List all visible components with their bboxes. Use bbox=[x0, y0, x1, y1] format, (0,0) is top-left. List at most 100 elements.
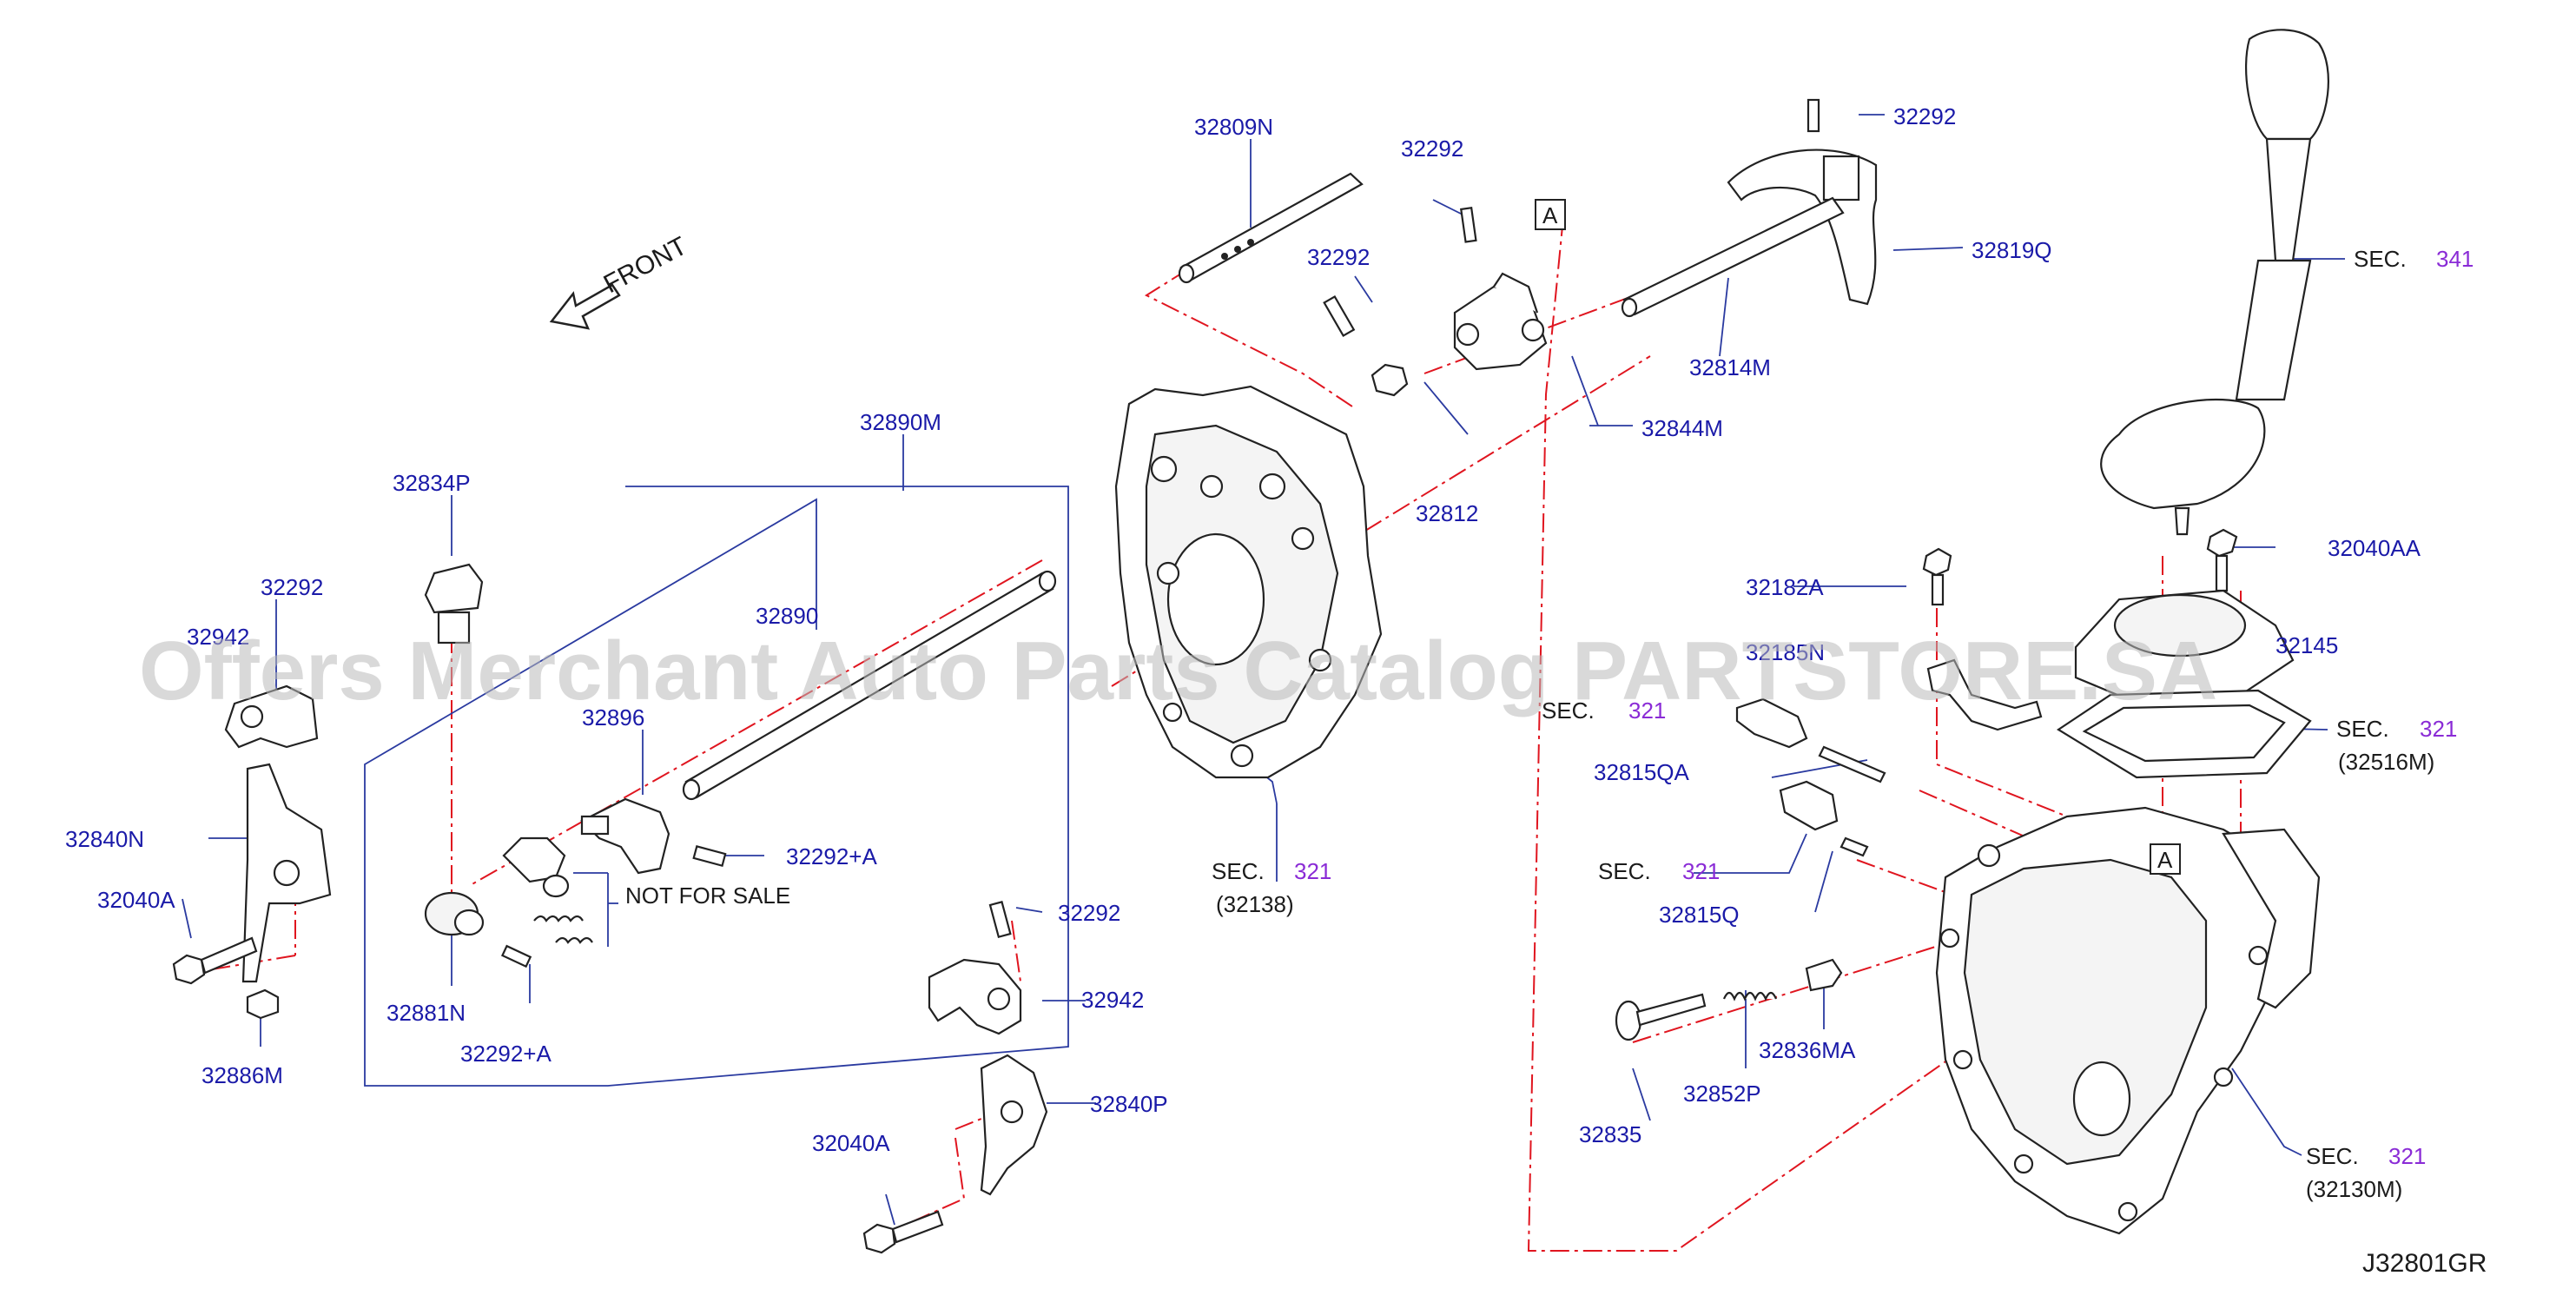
svg-text:SEC.: SEC. bbox=[1542, 697, 1595, 724]
label-32836MA: 32836MA bbox=[1759, 1037, 1856, 1063]
label-32292-right: 32292 bbox=[1893, 103, 1956, 129]
label-32896: 32896 bbox=[582, 704, 644, 730]
label-32942: 32942 bbox=[1081, 987, 1144, 1013]
bracket-32942[interactable] bbox=[928, 958, 1022, 1035]
svg-text:SEC.: SEC. bbox=[2306, 1143, 2359, 1169]
label-32145: 32145 bbox=[2275, 632, 2338, 658]
svg-text:A: A bbox=[2157, 847, 2173, 873]
not-for-sale-label: NOT FOR SALE bbox=[625, 882, 790, 909]
block-32886M[interactable] bbox=[246, 988, 280, 1020]
label-32292-a-right: 32292+A bbox=[786, 843, 877, 869]
label-32292-a-bottom: 32292+A bbox=[460, 1041, 552, 1067]
label-32890M: 32890M bbox=[860, 409, 941, 435]
ref-box-a-bottom: A bbox=[2150, 843, 2181, 875]
front-label: FRONT bbox=[599, 232, 692, 300]
svg-text:(32130M): (32130M) bbox=[2306, 1176, 2402, 1202]
shift-lever-assembly[interactable] bbox=[2100, 29, 2329, 536]
gasket-32516M[interactable] bbox=[2056, 689, 2312, 779]
switch-32815QA[interactable] bbox=[1735, 697, 1886, 783]
pin-32292-a-right[interactable] bbox=[692, 845, 727, 868]
sec-ref-341: SEC. 341 bbox=[2354, 246, 2474, 272]
sec-ref-321-switch-qa: SEC. 321 bbox=[1542, 697, 1666, 724]
label-32840P: 32840P bbox=[1090, 1091, 1168, 1117]
label-32292-lower: 32292 bbox=[1058, 900, 1120, 926]
label-32844M: 32844M bbox=[1641, 415, 1723, 441]
svg-text:A: A bbox=[1542, 202, 1558, 228]
spring-32852P[interactable] bbox=[1722, 991, 1778, 1001]
sec-ref-321-32138: SEC. 321 (32138) bbox=[1212, 858, 1331, 917]
svg-text:SEC.: SEC. bbox=[1212, 858, 1265, 884]
front-arrow-icon bbox=[549, 283, 621, 330]
svg-text:341: 341 bbox=[2436, 246, 2474, 272]
lever-housing-32145[interactable] bbox=[2074, 589, 2295, 701]
label-32040A-bottom: 32040A bbox=[812, 1130, 890, 1156]
label-32292-left: 32292 bbox=[261, 574, 323, 600]
label-32040A-left: 32040A bbox=[97, 887, 175, 913]
pin-32292-mid[interactable] bbox=[1323, 294, 1356, 338]
label-32852P: 32852P bbox=[1683, 1081, 1761, 1107]
transmission-case-32130M[interactable] bbox=[1935, 806, 2321, 1235]
label-32886M: 32886M bbox=[201, 1062, 283, 1088]
label-32185N: 32185N bbox=[1746, 639, 1825, 665]
pin-32292-lower[interactable] bbox=[988, 901, 1012, 939]
label-32819Q: 32819Q bbox=[1972, 237, 2052, 263]
sec-ref-321-switch-q: SEC. 321 bbox=[1598, 858, 1720, 884]
nut-32812[interactable] bbox=[1371, 363, 1409, 397]
bracket-32844M[interactable] bbox=[1453, 272, 1548, 371]
pin-32292-top[interactable] bbox=[1460, 206, 1477, 243]
label-32292-top: 32292 bbox=[1401, 136, 1463, 162]
plug-32834P[interactable] bbox=[424, 563, 484, 644]
label-32881N: 32881N bbox=[386, 1000, 466, 1026]
label-32942-left: 32942 bbox=[187, 624, 249, 650]
part-labels: 32809N 32292 32292 32292 32819Q 32814M 3… bbox=[65, 103, 2421, 1156]
svg-text:SEC.: SEC. bbox=[2354, 246, 2407, 272]
pin-32292-a-bottom[interactable] bbox=[500, 944, 532, 968]
bolt-32182A[interactable] bbox=[1922, 547, 1952, 606]
label-32815QA: 32815QA bbox=[1594, 759, 1690, 785]
svg-text:SEC.: SEC. bbox=[2336, 716, 2389, 742]
pin-32292-right[interactable] bbox=[1807, 98, 1820, 133]
section-references: SEC. 341 SEC. 321 (32138) SEC. 321 SEC. … bbox=[1212, 246, 2474, 1202]
svg-text:SEC.: SEC. bbox=[1598, 858, 1651, 884]
sec-ref-321-32516M: SEC. 321 (32516M) bbox=[2336, 716, 2457, 775]
shift-fork-32819Q[interactable] bbox=[1727, 149, 1878, 306]
leader-lines bbox=[182, 114, 2345, 1226]
shift-rod-32890[interactable] bbox=[682, 570, 1057, 801]
label-32809N: 32809N bbox=[1194, 114, 1273, 140]
label-32834P: 32834P bbox=[393, 470, 471, 496]
svg-text:321: 321 bbox=[2388, 1143, 2426, 1169]
bracket-32942-left[interactable] bbox=[224, 684, 319, 749]
sec-ref-321-32130M: SEC. 321 (32130M) bbox=[2306, 1143, 2426, 1202]
switch-32815Q[interactable] bbox=[1779, 780, 1869, 857]
watermark-text: Offers Merchant Auto Parts Catalog PARTS… bbox=[139, 625, 2217, 717]
shift-rod-32814M[interactable] bbox=[1621, 196, 1845, 318]
svg-text:(32138): (32138) bbox=[1216, 891, 1294, 917]
transmission-case-32138[interactable] bbox=[1114, 385, 1383, 779]
clip-and-spring-group[interactable] bbox=[502, 836, 593, 944]
diagram-code: J32801GR bbox=[2362, 1249, 2487, 1278]
svg-text:321: 321 bbox=[1682, 858, 1720, 884]
svg-text:(32516M): (32516M) bbox=[2338, 749, 2434, 775]
label-32292-mid: 32292 bbox=[1307, 244, 1370, 270]
label-32182A: 32182A bbox=[1746, 574, 1824, 600]
shift-rod-32809N[interactable] bbox=[1178, 172, 1364, 284]
plate-32840P[interactable] bbox=[980, 1054, 1048, 1196]
bolt-32040AA[interactable] bbox=[2206, 528, 2238, 592]
bolt-32040A-left[interactable] bbox=[172, 936, 258, 985]
lever-32896[interactable] bbox=[580, 797, 670, 875]
detent-32836MA[interactable] bbox=[1805, 958, 1843, 992]
bolt-32040A-bottom[interactable] bbox=[862, 1210, 944, 1254]
label-32812: 32812 bbox=[1416, 500, 1478, 526]
plunger-32835[interactable] bbox=[1615, 993, 1707, 1041]
svg-text:321: 321 bbox=[1294, 858, 1331, 884]
label-32815Q: 32815Q bbox=[1659, 902, 1740, 928]
bushing-32881N[interactable] bbox=[424, 891, 485, 936]
label-32835: 32835 bbox=[1579, 1121, 1641, 1147]
label-32890: 32890 bbox=[756, 603, 818, 629]
label-32040AA: 32040AA bbox=[2328, 535, 2421, 561]
svg-text:321: 321 bbox=[2420, 716, 2457, 742]
label-32814M: 32814M bbox=[1689, 354, 1771, 380]
label-32840N: 32840N bbox=[65, 826, 144, 852]
bracket-32185N[interactable] bbox=[1926, 658, 2043, 731]
